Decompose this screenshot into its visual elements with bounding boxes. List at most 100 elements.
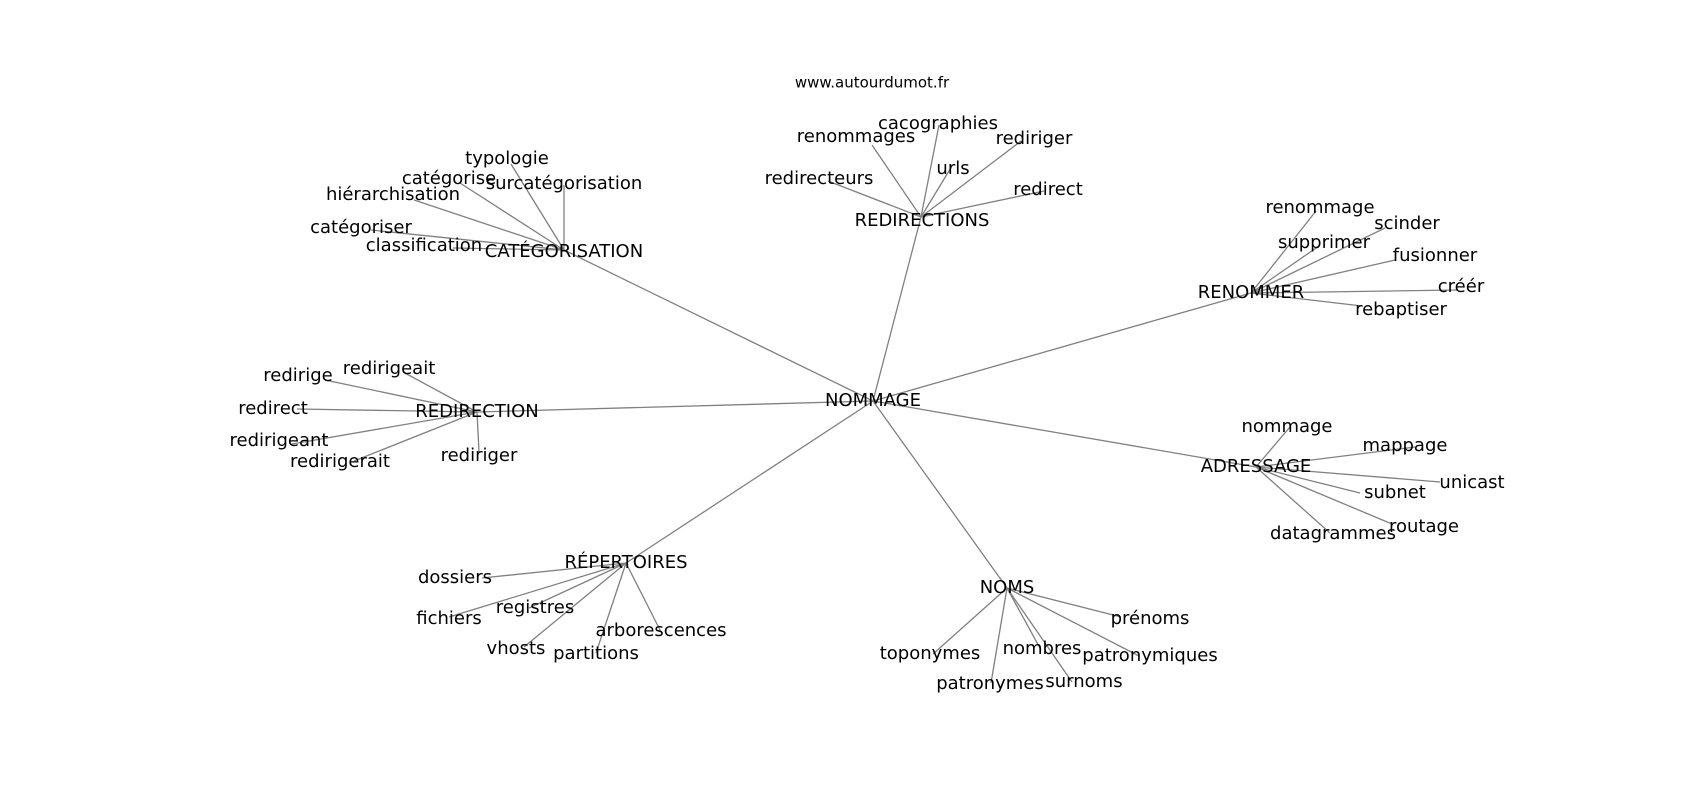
- hub-node-redirections: REDIRECTIONS: [855, 210, 990, 231]
- leaf-node-rebaptiser: rebaptiser: [1355, 299, 1447, 320]
- leaf-node-fusionner: fusionner: [1393, 245, 1478, 266]
- edge-redirection-redirect: [296, 408, 478, 413]
- hub-node-redirection: REDIRECTION: [415, 401, 538, 422]
- edge-redirections-redirect: [920, 190, 1045, 218]
- leaf-node-rediriger: rediriger: [996, 128, 1073, 149]
- leaf-node-subnet: subnet: [1364, 482, 1426, 503]
- leaf-node-registres: registres: [496, 597, 574, 618]
- leaf-node-categoriser: catégoriser: [310, 217, 412, 238]
- leaf-node-supprimer: supprimer: [1278, 232, 1371, 253]
- leaf-node-renommage: renommage: [1265, 197, 1374, 218]
- edge-adressage-mappage: [1255, 446, 1416, 468]
- edge-nommage-redirection: [476, 400, 874, 413]
- leaf-node-urls: urls: [936, 158, 969, 179]
- edge-categorisation-typologie: [510, 163, 565, 251]
- edge-noms-prenoms: [1006, 587, 1122, 618]
- edge-categorisation-categoriser: [370, 229, 565, 251]
- edge-redirections-cacographies: [920, 124, 940, 218]
- leaf-node-vhosts: vhosts: [487, 638, 546, 659]
- leaf-node-mappage: mappage: [1363, 435, 1448, 456]
- leaf-node-datagrammes: datagrammes: [1270, 523, 1396, 544]
- leaf-node-partitions: partitions: [553, 643, 639, 664]
- edge-nommage-repertoires: [625, 400, 874, 564]
- leaf-node-redirige: redirige: [263, 365, 332, 386]
- edge-redirection-rediriger: [476, 411, 480, 453]
- leaf-node-renommages: renommages: [797, 126, 915, 147]
- edge-renommer-renommage: [1250, 210, 1317, 294]
- edge-redirections-rediriger: [920, 140, 1022, 218]
- hub-node-repertoires: RÉPERTOIRES: [564, 551, 687, 573]
- leaf-node-redirigeant: redirigeant: [230, 430, 329, 451]
- leaf-node-nommage: nommage: [1241, 416, 1332, 437]
- edge-noms-patronymiques: [1006, 587, 1140, 657]
- leaf-node-surnoms: surnoms: [1045, 671, 1122, 692]
- leaf-node-nombres: nombres: [1003, 638, 1082, 659]
- leaf-node-cacographies: cacographies: [878, 113, 998, 134]
- edge-redirections-urls: [920, 165, 953, 218]
- leaf-node-scinder: scinder: [1374, 213, 1440, 234]
- leaf-node-arborescences: arborescences: [595, 620, 726, 641]
- edge-renommer-rebaptiser: [1250, 292, 1363, 307]
- network-labels: www.autourdumot.fr NOMMAGE CATÉGORISATIO…: [230, 74, 1505, 695]
- edge-renommer-fusionner: [1250, 259, 1396, 294]
- edge-nommage-categorisation: [563, 249, 874, 402]
- edge-renommer-creer: [1250, 289, 1458, 294]
- edge-categorisation-categorise: [459, 182, 565, 251]
- edge-repertoires-dossiers: [481, 562, 627, 579]
- hub-node-noms: NOMS: [980, 577, 1035, 598]
- edge-noms-toponymes: [932, 587, 1008, 655]
- edge-repertoires-arborescences: [625, 562, 662, 633]
- leaf-node-prenoms: prénoms: [1111, 608, 1190, 629]
- edge-adressage-datagrammes: [1255, 466, 1331, 534]
- leaf-node-toponymes: toponymes: [880, 643, 981, 664]
- leaf-node-redirigeait: redirigeait: [343, 358, 436, 379]
- leaf-node-fichiers: fichiers: [416, 608, 482, 629]
- leaf-node-surcategorisation: surcatégorisation: [486, 173, 643, 194]
- leaf-node-rediriger: rediriger: [441, 445, 518, 466]
- edge-repertoires-registres: [528, 562, 627, 609]
- edge-nommage-renommer: [872, 292, 1252, 402]
- leaf-node-unicast: unicast: [1439, 472, 1504, 493]
- leaf-node-creer: créér: [1438, 276, 1485, 297]
- edge-noms-nombres: [1006, 587, 1042, 651]
- edge-redirections-redirecteurs: [827, 180, 922, 218]
- leaf-node-patronymiques: patronymiques: [1082, 645, 1217, 666]
- leaf-node-patronymes: patronymes: [936, 673, 1044, 694]
- edge-adressage-nommage: [1255, 426, 1291, 468]
- leaf-node-redirect: redirect: [1013, 179, 1083, 200]
- edge-renommer-scinder: [1250, 227, 1386, 294]
- leaf-node-redirigerait: redirigerait: [290, 451, 390, 472]
- edge-categorisation-classification: [452, 247, 565, 251]
- edge-redirections-renommages: [871, 144, 922, 218]
- center-node-label: NOMMAGE: [825, 390, 921, 411]
- hub-node-categorisation: CATÉGORISATION: [485, 240, 643, 262]
- edge-redirection-redirige: [324, 379, 478, 413]
- network-edges: [291, 124, 1458, 684]
- edge-nommage-adressage: [872, 400, 1257, 468]
- edge-adressage-routage: [1255, 466, 1393, 525]
- hub-node-adressage: ADRESSAGE: [1201, 456, 1312, 477]
- leaf-node-classification: classification: [366, 235, 482, 256]
- leaf-node-redirecteurs: redirecteurs: [765, 168, 874, 189]
- leaf-node-routage: routage: [1389, 516, 1459, 537]
- leaf-node-categorise: catégorise: [402, 168, 496, 189]
- edge-adressage-unicast: [1255, 466, 1441, 483]
- edge-repertoires-vhosts: [523, 562, 627, 648]
- leaf-node-hierarchisation: hiérarchisation: [326, 184, 460, 205]
- edge-renommer-supprimer: [1250, 245, 1320, 294]
- edge-repertoires-fichiers: [448, 562, 627, 618]
- edge-repertoires-partitions: [595, 562, 627, 654]
- leaf-node-dossiers: dossiers: [418, 567, 492, 588]
- edge-redirection-redirigeait: [402, 371, 478, 413]
- edge-adressage-subnet: [1255, 466, 1361, 494]
- edge-redirection-redirigeant: [291, 411, 478, 445]
- leaf-node-redirect: redirect: [238, 398, 308, 419]
- source-label: www.autourdumot.fr: [795, 74, 950, 92]
- hub-node-renommer: RENOMMER: [1198, 282, 1304, 303]
- edge-nommage-redirections: [872, 216, 922, 402]
- edge-nommage-noms: [872, 400, 1008, 589]
- edge-categorisation-hierarchisation: [413, 199, 565, 251]
- leaf-node-typologie: typologie: [465, 148, 549, 169]
- edge-redirection-redirigerait: [353, 411, 478, 462]
